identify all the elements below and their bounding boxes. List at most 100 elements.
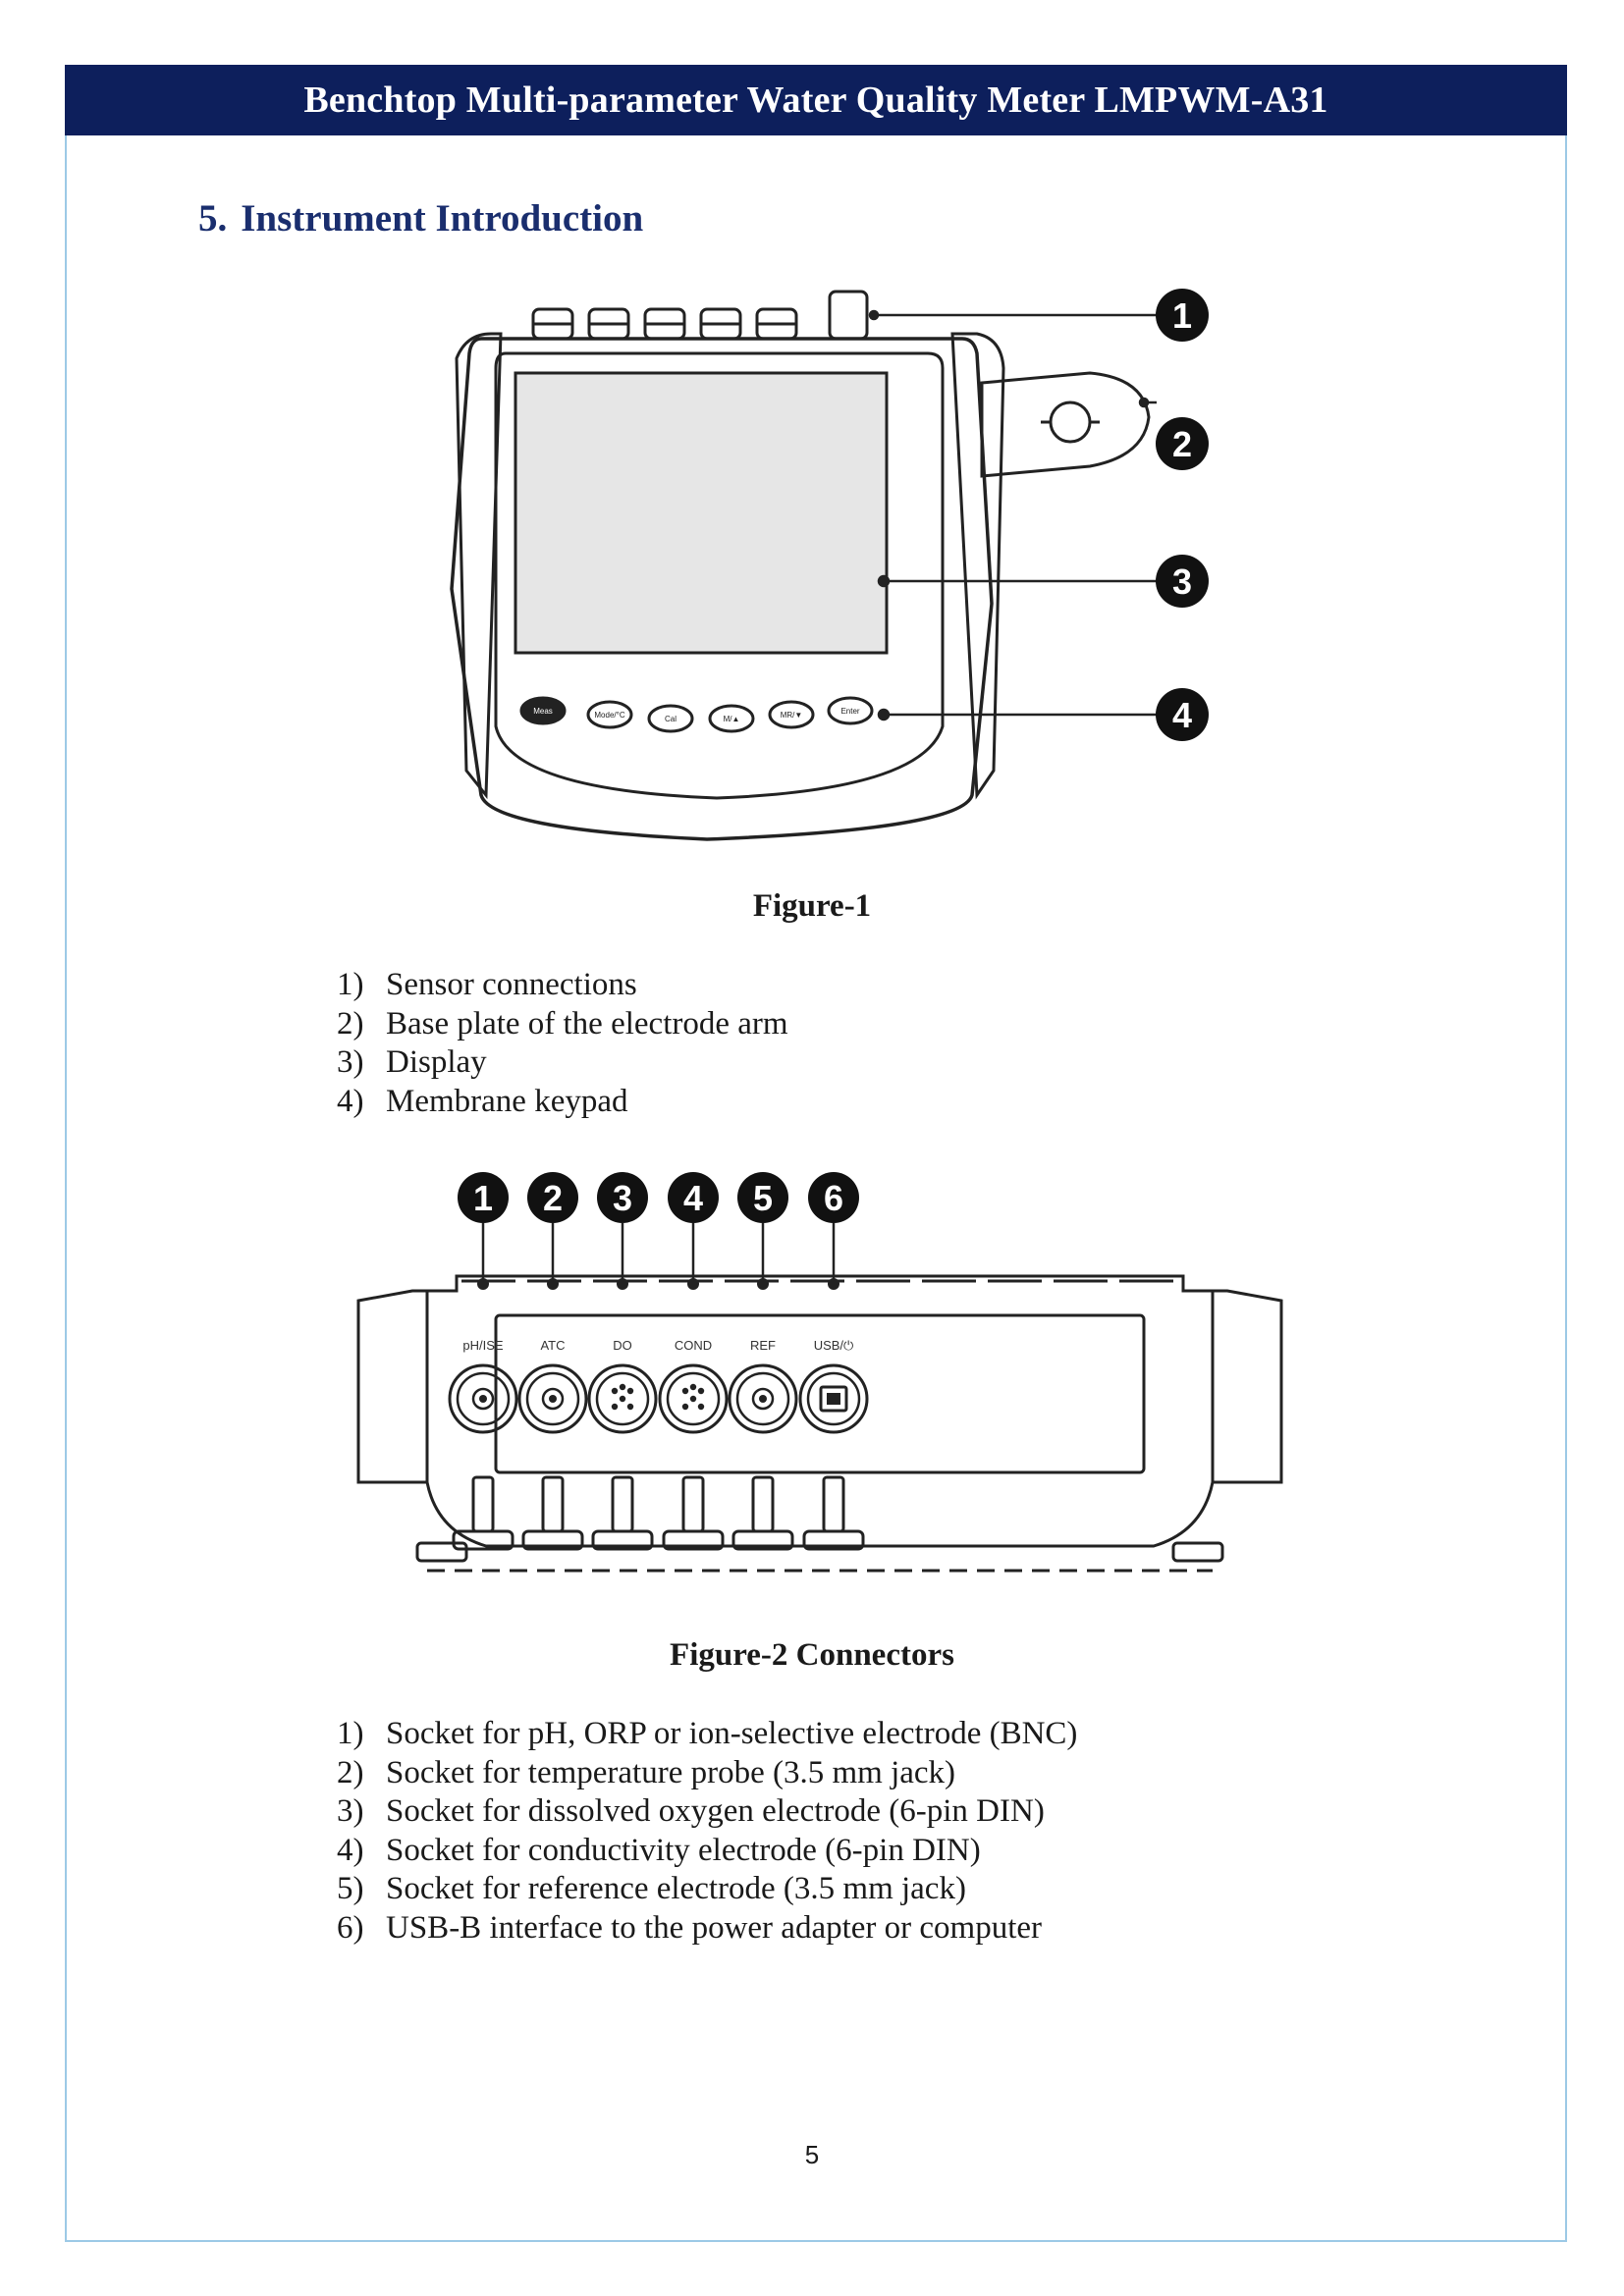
socket-inner bbox=[525, 1371, 580, 1426]
header-title: Benchtop Multi-parameter Water Quality M… bbox=[303, 80, 1328, 121]
figure-1-meter-illustration: Meas Mode/°C Cal M/▲ MR/▼ Enter 1 2 3 4 bbox=[412, 280, 1237, 859]
section-number: 5. bbox=[198, 197, 228, 240]
callout-badge bbox=[808, 1172, 859, 1223]
callout-4: 4 bbox=[1172, 695, 1192, 735]
figure-1-callouts: 1 2 3 4 bbox=[1156, 289, 1209, 741]
port-label: COND bbox=[675, 1338, 712, 1353]
socket-inner bbox=[456, 1371, 511, 1426]
section-heading: 5. Instrument Introduction bbox=[198, 196, 643, 240]
meter-front-drawing: Meas Mode/°C Cal M/▲ MR/▼ Enter 1 2 3 4 bbox=[450, 289, 1209, 841]
callout-number: 6 bbox=[824, 1178, 843, 1218]
socket-pin bbox=[479, 1395, 487, 1403]
socket-outer bbox=[448, 1363, 518, 1434]
plug-stem bbox=[751, 1475, 775, 1533]
plug-base bbox=[521, 1529, 584, 1551]
callout-number: 3 bbox=[613, 1178, 632, 1218]
callout-dot bbox=[617, 1278, 628, 1290]
din-pin bbox=[611, 1403, 619, 1411]
figure-1-legend: 1)Sensor connections 2)Base plate of the… bbox=[337, 966, 788, 1121]
din-pin bbox=[681, 1387, 689, 1395]
port-label: DO bbox=[613, 1338, 632, 1353]
keypad-label: Meas bbox=[533, 707, 553, 716]
callout-number: 1 bbox=[473, 1178, 493, 1218]
figure-1-caption: Figure-1 bbox=[752, 888, 872, 924]
callout-3: 3 bbox=[1172, 561, 1192, 602]
keypad-label: M/▲ bbox=[724, 715, 740, 723]
callout-dot bbox=[687, 1278, 699, 1290]
socket-outer bbox=[658, 1363, 729, 1434]
socket-pin bbox=[549, 1395, 557, 1403]
port-label: REF bbox=[750, 1338, 776, 1353]
keypad-label: MR/▼ bbox=[781, 711, 803, 720]
list-item: 4)Socket for conductivity electrode (6-p… bbox=[337, 1832, 981, 1868]
plug-base bbox=[662, 1529, 725, 1551]
socket-ring bbox=[471, 1387, 495, 1411]
keypad-label: Enter bbox=[840, 707, 859, 716]
callout-badge bbox=[668, 1172, 719, 1223]
keypad-label: Mode/°C bbox=[594, 711, 624, 720]
callout-number: 2 bbox=[543, 1178, 563, 1218]
plug-base bbox=[802, 1529, 865, 1551]
plug-base bbox=[452, 1529, 514, 1551]
socket-inner bbox=[806, 1371, 861, 1426]
socket-inner bbox=[735, 1371, 790, 1426]
plug-base bbox=[591, 1529, 654, 1551]
plug-stem bbox=[681, 1475, 705, 1533]
callout-number: 5 bbox=[753, 1178, 773, 1218]
callout-2: 2 bbox=[1172, 424, 1192, 464]
din-pin bbox=[697, 1403, 705, 1411]
plug-stem bbox=[541, 1475, 565, 1533]
figure-2-caption: Figure-2 Connectors bbox=[670, 1637, 954, 1673]
keypad-label: Cal bbox=[665, 715, 677, 723]
usb-port bbox=[819, 1385, 848, 1413]
figure-2-legend: 1)Socket for pH, ORP or ion-selective el… bbox=[337, 1715, 1077, 1948]
list-item: 2)Socket for temperature probe (3.5 mm j… bbox=[337, 1754, 956, 1790]
sensor-connector-caps bbox=[531, 290, 869, 341]
socket-inner bbox=[595, 1371, 650, 1426]
list-item: 3)Display bbox=[337, 1044, 487, 1080]
din-pin bbox=[626, 1403, 634, 1411]
plug-base bbox=[731, 1529, 794, 1551]
socket-ring bbox=[751, 1387, 775, 1411]
din-pin bbox=[626, 1387, 634, 1395]
callout-badge bbox=[737, 1172, 788, 1223]
list-item: 4)Membrane keypad bbox=[337, 1083, 628, 1119]
din-pin bbox=[689, 1395, 697, 1403]
port-label: USB/⏻ bbox=[814, 1338, 854, 1353]
din-pin bbox=[619, 1395, 626, 1403]
socket-ring bbox=[541, 1387, 565, 1411]
din-pin bbox=[619, 1383, 626, 1391]
callout-dot bbox=[477, 1278, 489, 1290]
callout-badge bbox=[597, 1172, 648, 1223]
din-pin bbox=[697, 1387, 705, 1395]
list-item: 6)USB-B interface to the power adapter o… bbox=[337, 1909, 1043, 1946]
din-pin bbox=[611, 1387, 619, 1395]
document-header: Benchtop Multi-parameter Water Quality M… bbox=[65, 65, 1567, 135]
socket-outer bbox=[798, 1363, 869, 1434]
callout-badge bbox=[458, 1172, 509, 1223]
port-label: ATC bbox=[540, 1338, 565, 1353]
din-pin bbox=[689, 1383, 697, 1391]
socket-inner bbox=[666, 1371, 721, 1426]
callout-badge bbox=[527, 1172, 578, 1223]
keypad-labels: Meas Mode/°C Cal M/▲ MR/▼ Enter bbox=[533, 707, 860, 723]
plug-stem bbox=[611, 1475, 634, 1533]
socket-outer bbox=[728, 1363, 798, 1434]
callout-dot bbox=[547, 1278, 559, 1290]
din-pin bbox=[681, 1403, 689, 1411]
section-title: Instrument Introduction bbox=[241, 197, 644, 240]
callout-dot bbox=[828, 1278, 839, 1290]
plug-stem bbox=[471, 1475, 495, 1533]
list-item: 1)Sensor connections bbox=[337, 967, 637, 1002]
callout-dot bbox=[757, 1278, 769, 1290]
page-number: 5 bbox=[804, 2140, 820, 2169]
usb-port-tongue bbox=[827, 1393, 840, 1405]
list-item: 5)Socket for reference electrode (3.5 mm… bbox=[337, 1871, 966, 1906]
socket-outer bbox=[517, 1363, 588, 1434]
list-item: 1)Socket for pH, ORP or ion-selective el… bbox=[337, 1716, 1078, 1751]
plug-stem bbox=[822, 1475, 845, 1533]
callout-1: 1 bbox=[1172, 295, 1192, 336]
socket-outer bbox=[587, 1363, 658, 1434]
